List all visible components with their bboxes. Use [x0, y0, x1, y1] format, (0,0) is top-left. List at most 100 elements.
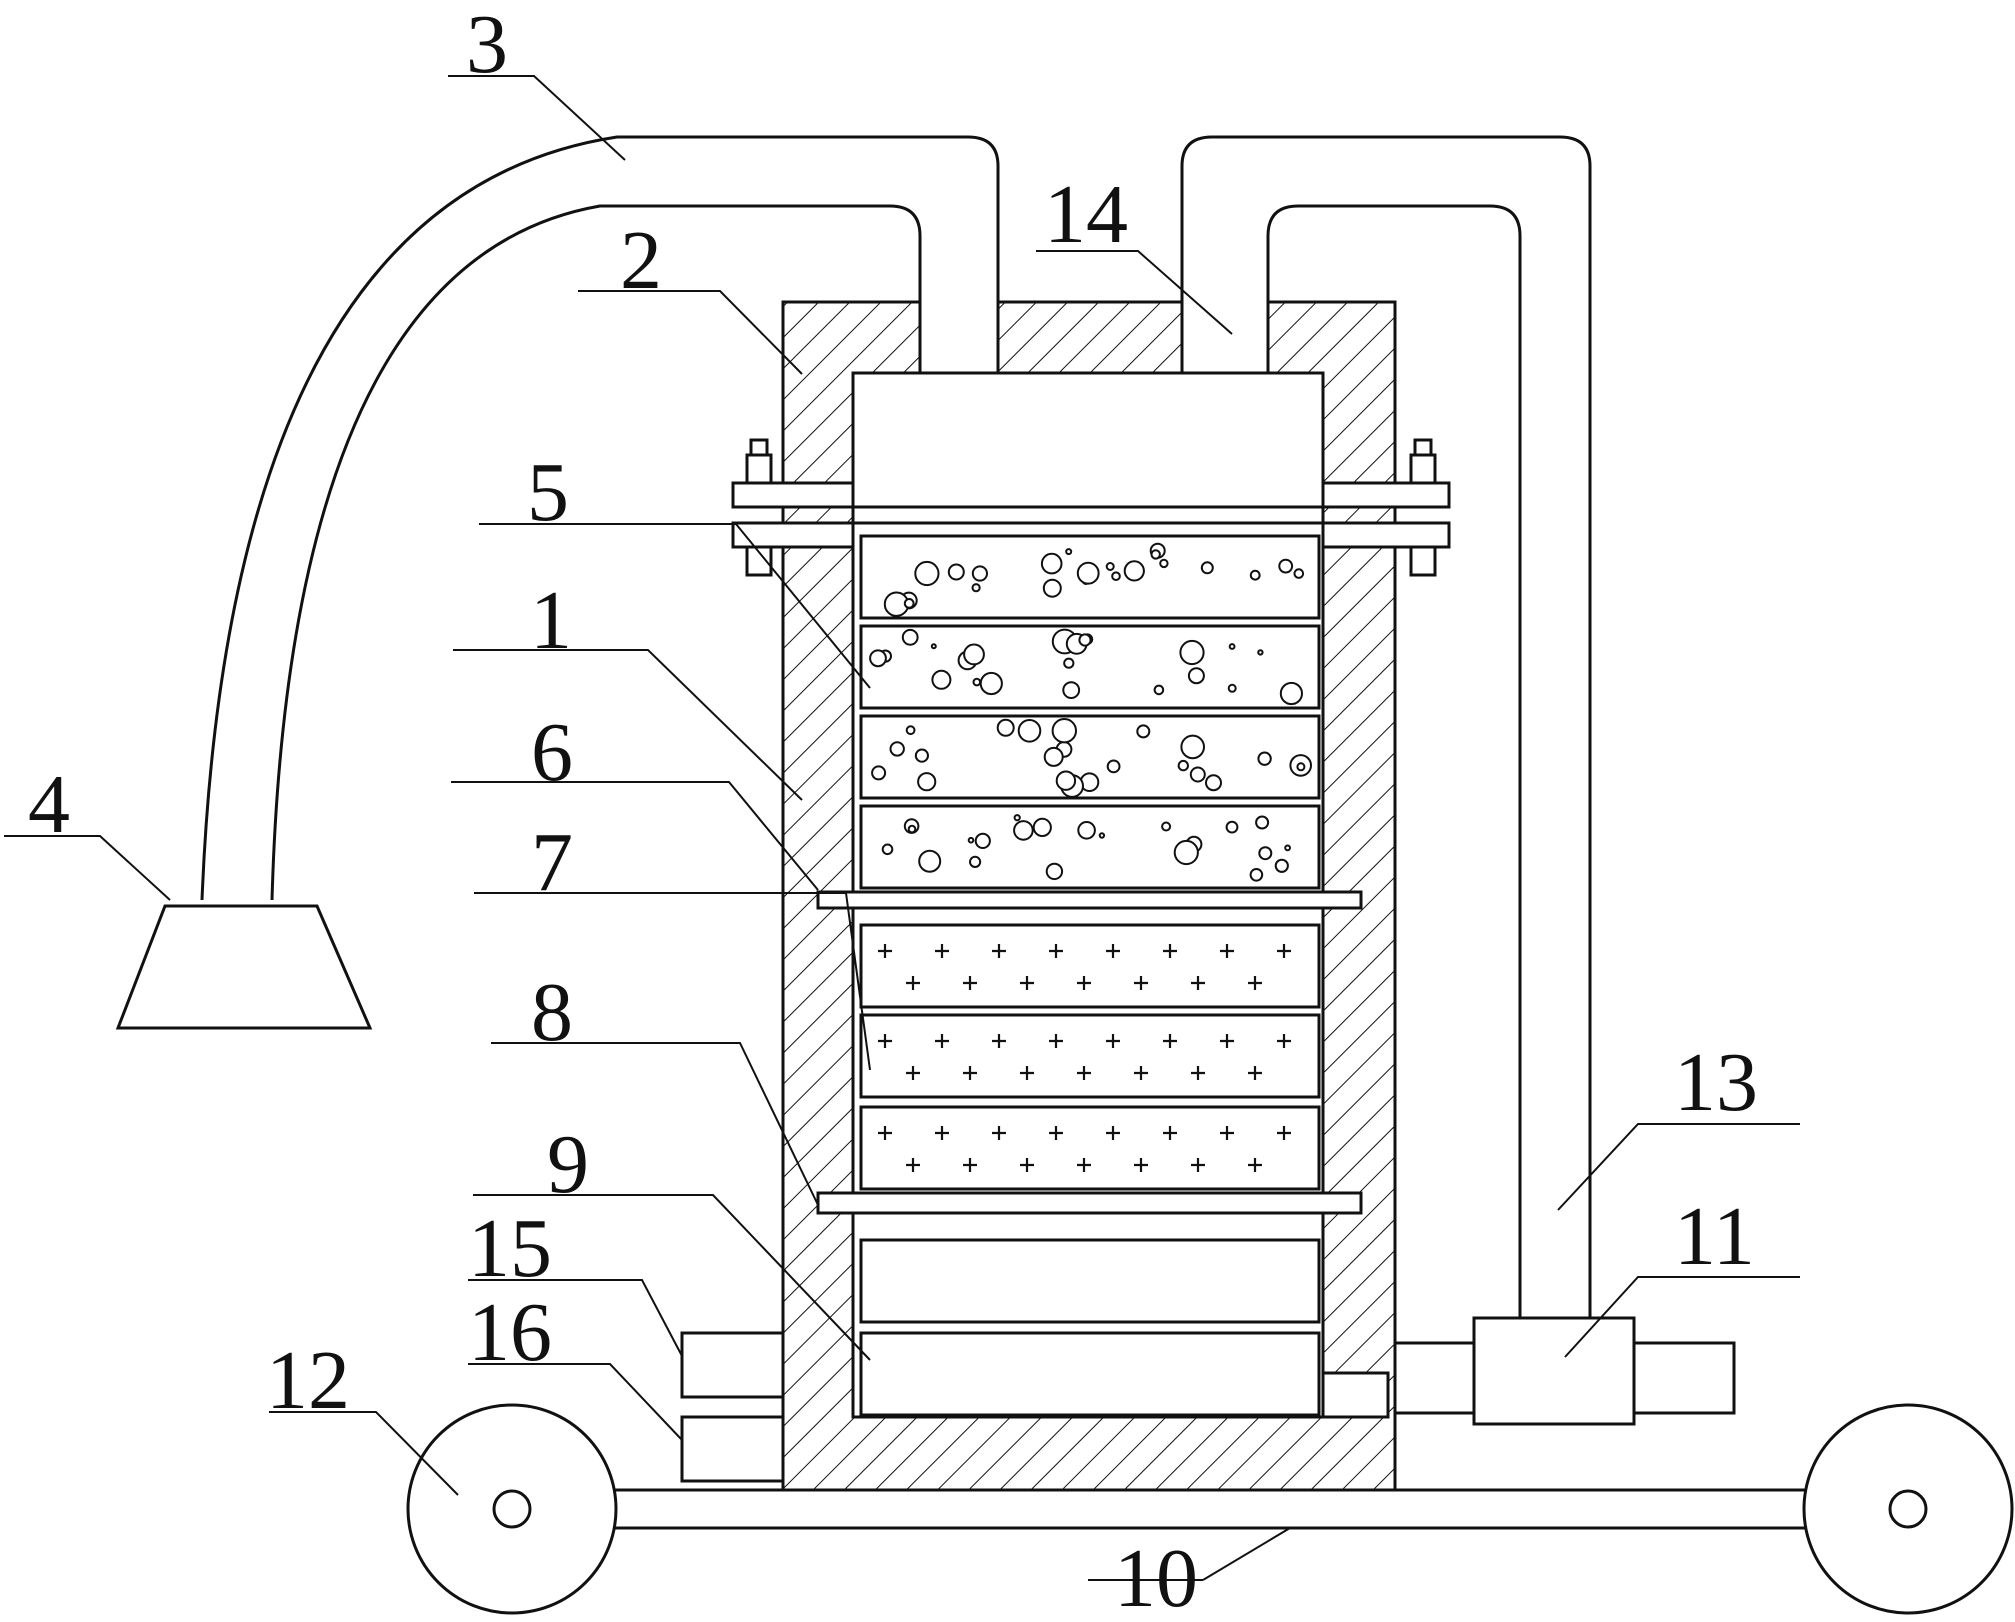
plus-mark	[1134, 976, 1148, 990]
bubble-mark	[1257, 649, 1264, 656]
label-9: 9	[547, 1118, 589, 1211]
label-15: 15	[468, 1202, 552, 1295]
plus-mark	[1277, 1126, 1291, 1140]
label-2: 2	[620, 214, 662, 307]
bubble-mark	[1051, 718, 1078, 744]
plus-mark	[1220, 1034, 1234, 1048]
label-13: 13	[1674, 1036, 1758, 1129]
bubble-mark	[1032, 817, 1052, 838]
suction-hood	[115, 904, 373, 1030]
bubble-mark	[1179, 639, 1205, 666]
plus-mark	[878, 1034, 892, 1048]
plus-mark	[1163, 944, 1177, 958]
plus-mark	[1191, 976, 1205, 990]
plus-mark	[1220, 1126, 1234, 1140]
bubble-mark	[1013, 820, 1034, 841]
plus-mark	[1020, 976, 1034, 990]
bubble-mark	[1076, 561, 1100, 585]
plus-mark	[992, 1126, 1006, 1140]
bubble-mark	[1274, 858, 1289, 873]
number-labels: 3 14 2 5 1 6 4 7 8 13 9 11 15 16 12 10	[28, 0, 1758, 1622]
bubble-mark	[979, 671, 1003, 696]
bubble-mark	[1279, 681, 1304, 706]
plus-mark	[906, 1066, 920, 1080]
plus-mark	[878, 944, 892, 958]
bubble-mark	[1225, 820, 1239, 834]
plus-mark	[1191, 1158, 1205, 1172]
plus-mark	[992, 1034, 1006, 1048]
plus-mark	[1049, 1034, 1063, 1048]
filter-layers-plain	[859, 1238, 1321, 1417]
label-10: 10	[1114, 1532, 1198, 1622]
label-11: 11	[1674, 1190, 1755, 1283]
bubble-mark	[918, 849, 942, 873]
flange-seam	[851, 505, 1325, 525]
label-3: 3	[466, 0, 508, 91]
bubble-mark	[1106, 759, 1121, 774]
plus-mark	[1077, 1066, 1091, 1080]
label-6: 6	[531, 706, 573, 799]
bubble-mark	[1078, 633, 1092, 647]
plus-mark	[1134, 1158, 1148, 1172]
plus-mark	[1248, 1066, 1262, 1080]
plus-mark	[1020, 1066, 1034, 1080]
bubble-mark	[1249, 868, 1264, 882]
plus-mark	[1163, 1126, 1177, 1140]
bubble-mark	[889, 741, 905, 757]
control-box-16	[680, 1415, 785, 1483]
plus-mark	[1106, 1126, 1120, 1140]
bubble-mark	[974, 832, 991, 850]
suction-pipe	[200, 135, 1000, 901]
bubble-mark	[1150, 549, 1161, 560]
bubble-mark	[1063, 657, 1075, 669]
bubble-mark	[1296, 762, 1306, 772]
flange-right	[1321, 438, 1451, 577]
bubble-mark	[1257, 751, 1272, 766]
plus-mark	[935, 1126, 949, 1140]
bubble-mark	[1017, 719, 1042, 743]
plus-mark	[963, 1158, 977, 1172]
bubble-mark	[1255, 815, 1270, 830]
plus-mark	[1248, 1158, 1262, 1172]
bubble-mark	[969, 855, 982, 869]
plus-mark	[1049, 1126, 1063, 1140]
plus-mark	[992, 944, 1006, 958]
plus-mark	[935, 1034, 949, 1048]
bubble-mark	[1161, 821, 1172, 832]
return-pipe	[1180, 135, 1592, 1318]
label-7: 7	[531, 816, 573, 909]
bubble-mark	[1111, 571, 1121, 582]
bubble-mark	[1258, 846, 1273, 861]
plus-mark	[906, 1158, 920, 1172]
filter-layers-activated	[859, 923, 1321, 1191]
bubble-mark	[971, 565, 989, 582]
bubble-mark	[1200, 561, 1214, 575]
plus-mark	[963, 976, 977, 990]
bubble-mark	[1228, 643, 1236, 650]
bubble-mark	[917, 772, 937, 792]
bubble-mark	[901, 628, 919, 646]
label-12: 12	[266, 1334, 350, 1427]
top-cover	[996, 300, 1184, 375]
bubble-mark	[869, 649, 887, 668]
bubble-mark	[881, 843, 894, 856]
bubble-mark	[903, 598, 915, 609]
bubble-mark	[907, 824, 917, 834]
bubble-mark	[996, 718, 1015, 737]
pump	[1393, 1316, 1736, 1426]
bubble-mark	[1123, 560, 1145, 582]
control-box-15	[680, 1331, 785, 1399]
bubble-mark	[914, 560, 940, 587]
bubble-mark	[914, 748, 930, 763]
bubble-mark	[1284, 844, 1291, 852]
plus-mark	[1134, 1066, 1148, 1080]
bubble-mark	[905, 725, 916, 736]
bubble-mark	[1159, 558, 1169, 569]
plus-mark	[1248, 976, 1262, 990]
label-5: 5	[527, 446, 569, 539]
bubble-mark	[1293, 568, 1305, 579]
bubble-mark	[1227, 683, 1237, 693]
plus-mark	[1106, 944, 1120, 958]
wheel-left	[406, 1403, 618, 1615]
